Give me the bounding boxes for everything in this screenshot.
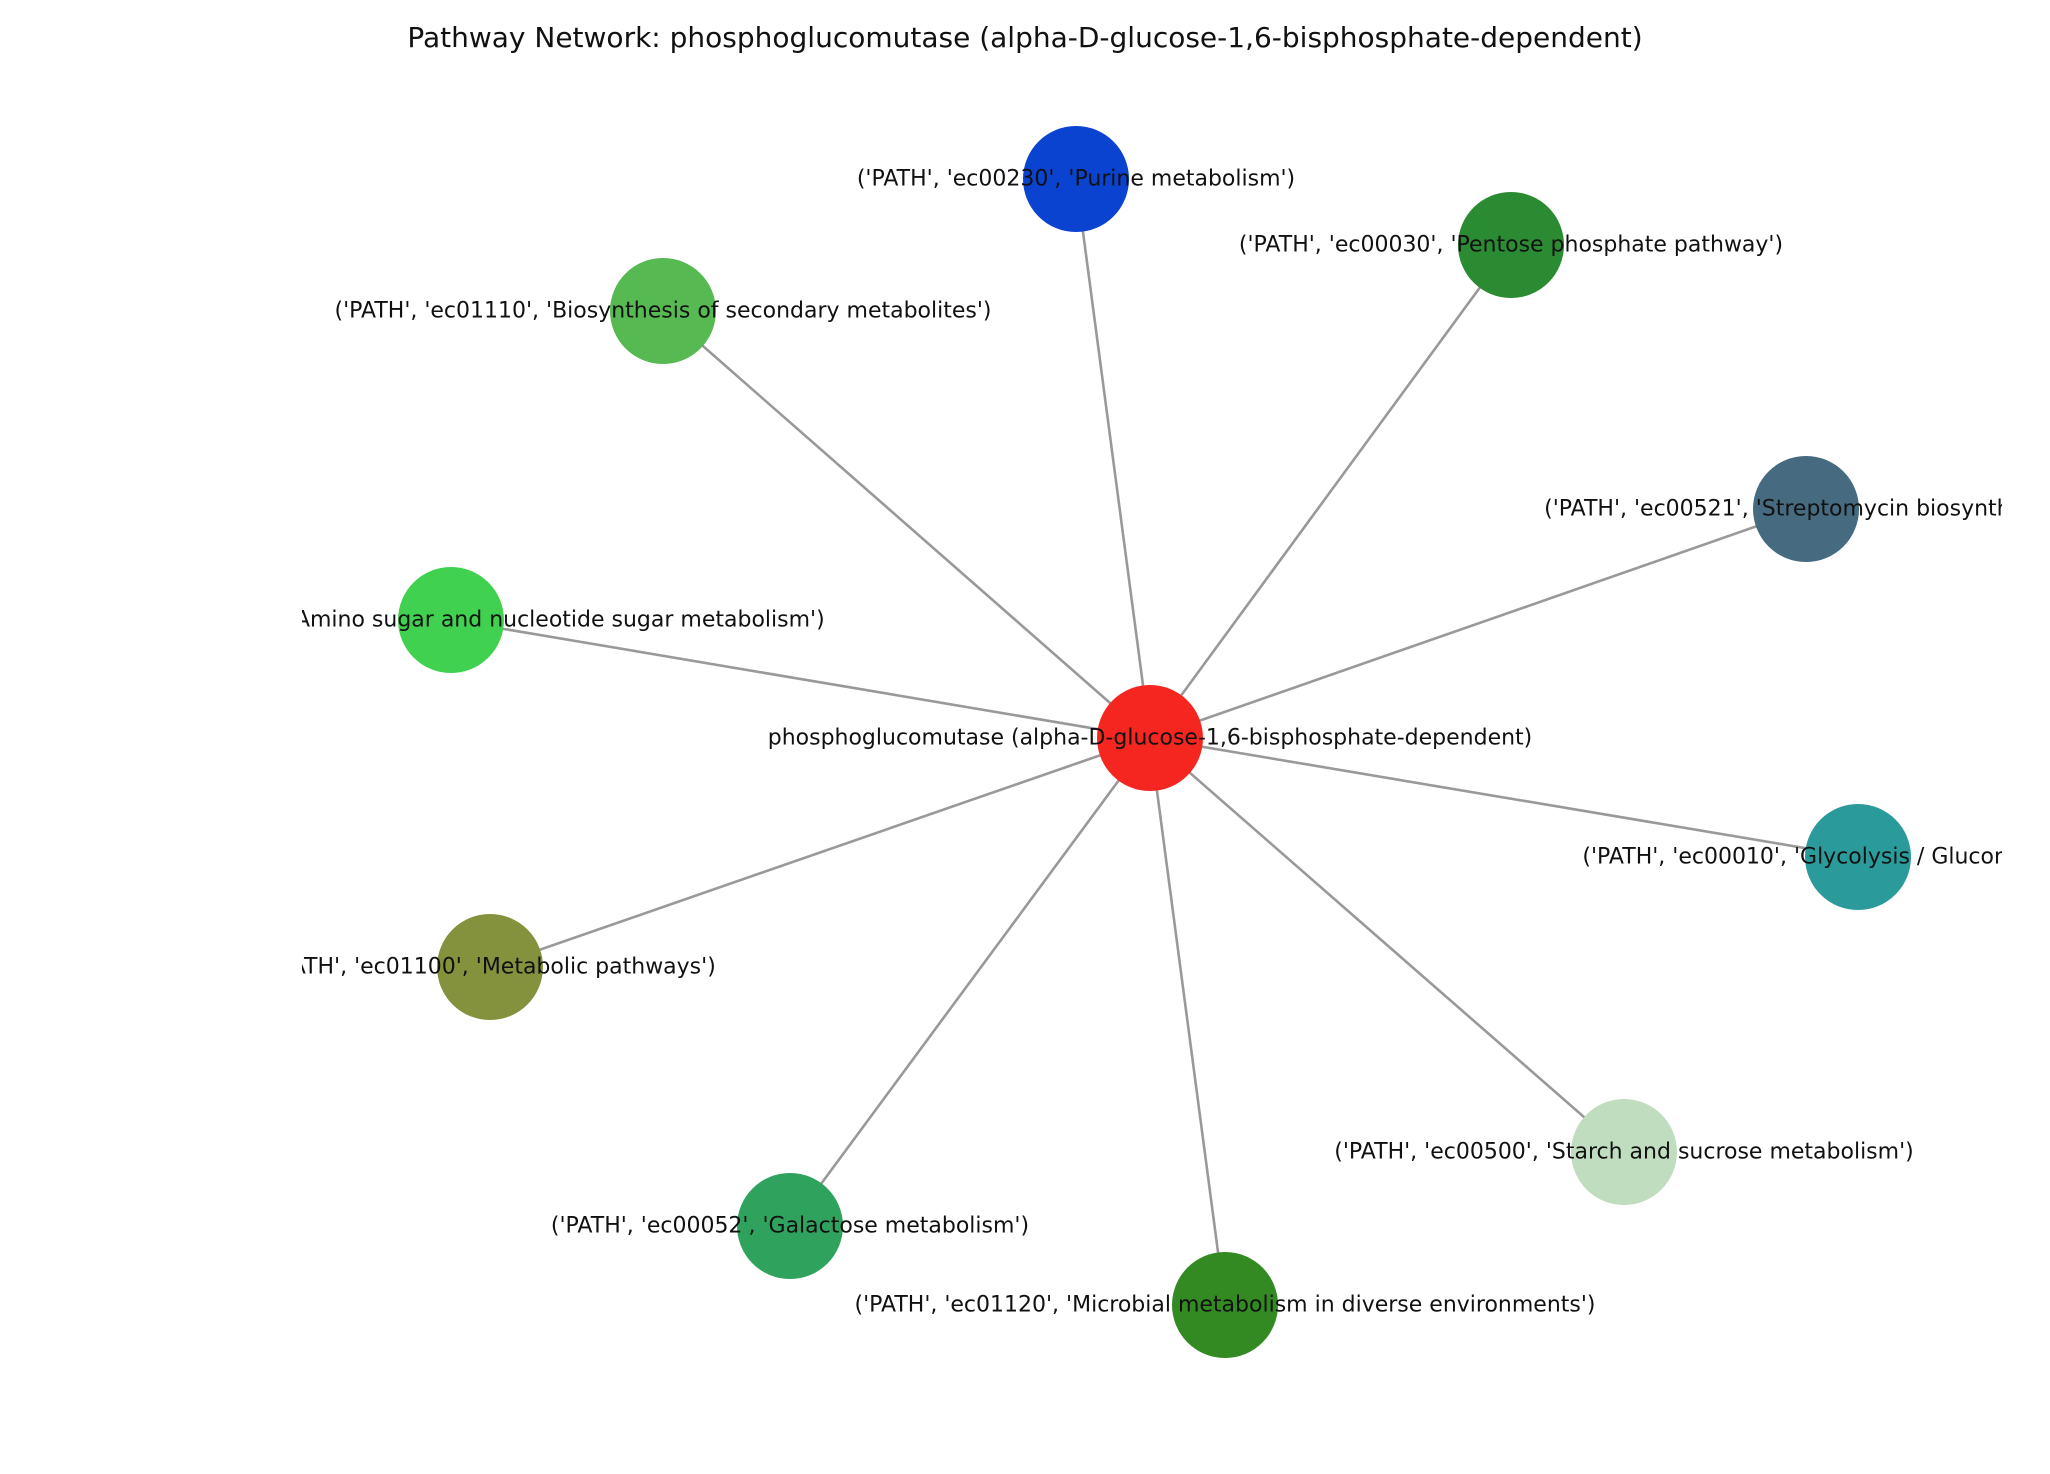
node-label-ec01100: ('PATH', 'ec01100', 'Metabolic pathways'… — [264, 955, 716, 980]
node-label-ec00500: ('PATH', 'ec00500', 'Starch and sucrose … — [1334, 1140, 1913, 1165]
edge-layer — [450, 178, 1859, 1306]
node-label-ec00052: ('PATH', 'ec00052', 'Galactose metabolis… — [551, 1214, 1029, 1239]
node-ec01100[interactable] — [437, 914, 543, 1020]
edge-ec01100 — [489, 736, 1151, 969]
node-ec00030[interactable] — [1458, 192, 1564, 298]
node-label-ec00521: ('PATH', 'ec00521', 'Streptomycin biosyn… — [1544, 497, 2050, 522]
edge-ec00030 — [1148, 244, 1513, 739]
node-label-ec00520: ('PATH', 'ec00520', 'Amino sugar and nuc… — [77, 608, 824, 633]
edge-ec00520 — [450, 618, 1151, 740]
node-center-enzyme[interactable] — [1097, 685, 1203, 791]
node-ec00500[interactable] — [1571, 1099, 1677, 1205]
edge-ec00230 — [1074, 178, 1152, 739]
center-node-label: phosphoglucomutase (alpha-D-glucose-1,6-… — [768, 726, 1533, 751]
label-layer: ('PATH', 'ec00230', 'Purine metabolism')… — [77, 167, 2050, 1318]
node-label-ec00010: ('PATH', 'ec00010', 'Glycolysis / Glucon… — [1582, 845, 2050, 870]
edge-ec01110 — [662, 310, 1151, 739]
node-ec01110[interactable] — [610, 258, 716, 364]
edge-ec01120 — [1148, 737, 1227, 1306]
edge-ec00521 — [1149, 507, 1807, 740]
node-label-ec00230: ('PATH', 'ec00230', 'Purine metabolism') — [857, 167, 1295, 192]
edge-ec00500 — [1149, 737, 1625, 1153]
network-plot: ('PATH', 'ec00230', 'Purine metabolism')… — [77, 126, 2050, 1358]
edge-ec00052 — [788, 737, 1152, 1227]
node-ec00010[interactable] — [1805, 804, 1911, 910]
node-ec00052[interactable] — [737, 1173, 843, 1279]
node-layer — [398, 126, 1911, 1358]
node-ec01120[interactable] — [1172, 1252, 1278, 1358]
node-ec00520[interactable] — [398, 567, 504, 673]
node-label-ec01110: ('PATH', 'ec01110', 'Biosynthesis of sec… — [335, 299, 992, 324]
node-label-ec01120: ('PATH', 'ec01120', 'Microbial metabolis… — [855, 1293, 1596, 1318]
edge-ec00010 — [1149, 736, 1859, 859]
diagram-title: Pathway Network: phosphoglucomutase (alp… — [407, 21, 1642, 54]
node-ec00230[interactable] — [1023, 126, 1129, 232]
node-ec00521[interactable] — [1753, 456, 1859, 562]
node-label-ec00030: ('PATH', 'ec00030', 'Pentose phosphate p… — [1239, 233, 1783, 258]
